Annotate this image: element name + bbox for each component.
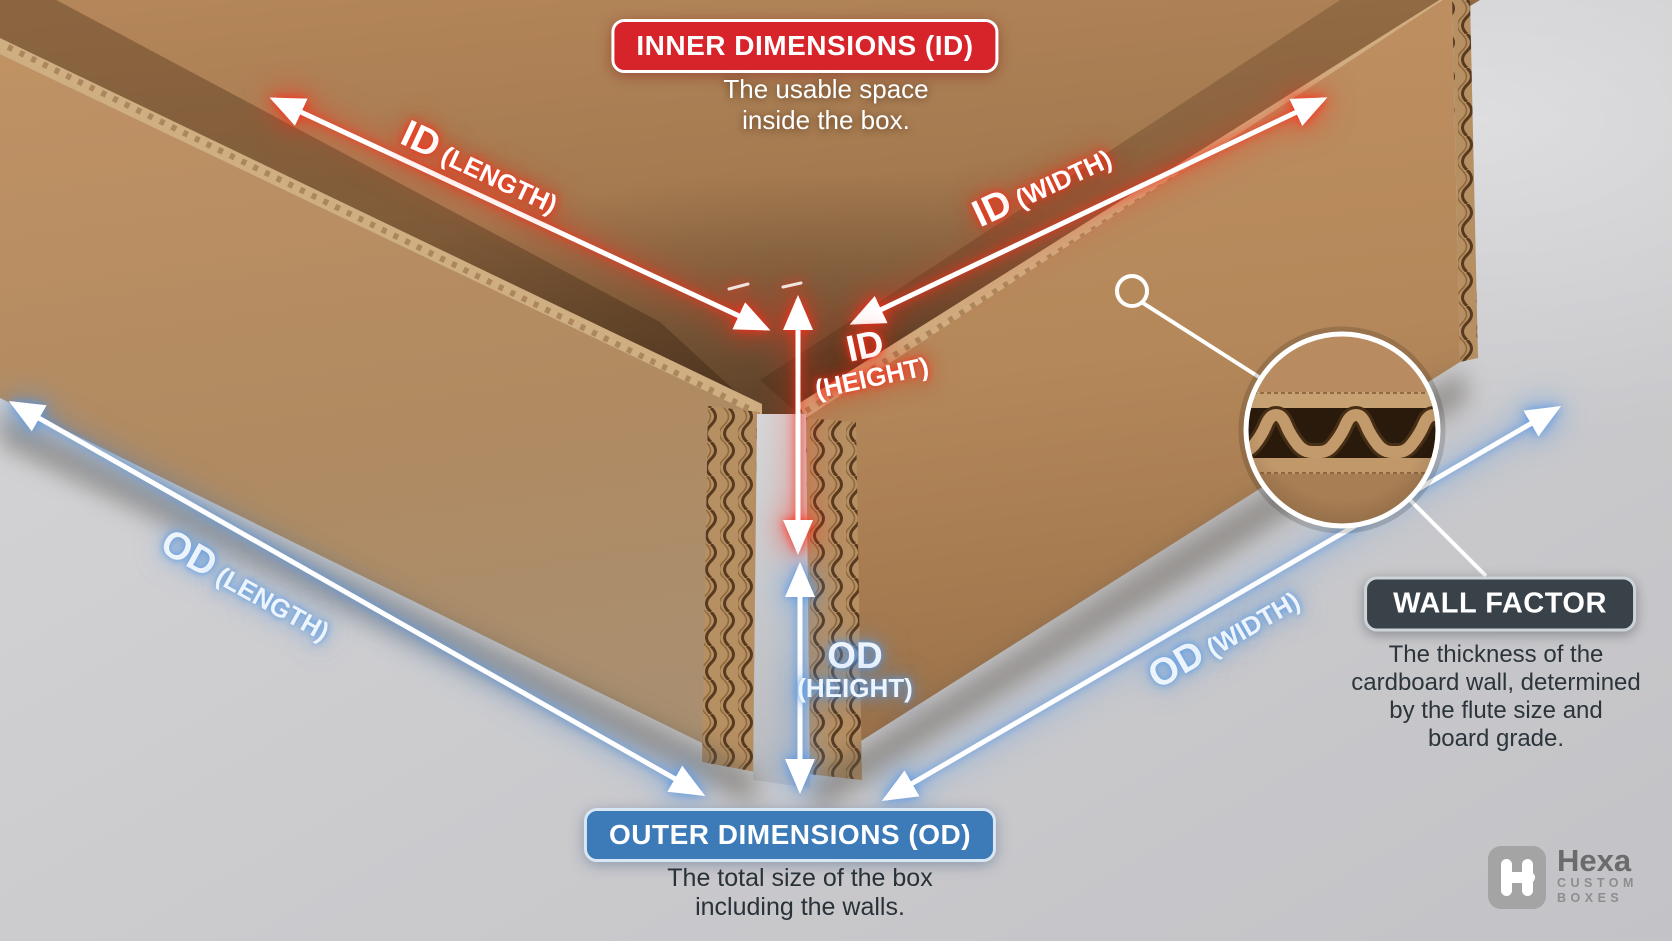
inner-dimensions-badge: INNER DIMENSIONS (ID) (611, 19, 999, 73)
hexa-h-glyph (1501, 859, 1535, 896)
wall-factor-description-line: board grade. (1427, 725, 1565, 752)
id-length-arrow (269, 97, 771, 331)
right-wall-end-edge (1452, 0, 1478, 362)
hexa-logo-tagline: CUSTOM BOXES (1557, 876, 1638, 906)
hexa-logo-text: Hexa CUSTOM BOXES (1557, 843, 1638, 906)
hexa-logo-tagline-line: CUSTOM (1557, 876, 1638, 890)
od-width-arrow (881, 405, 1562, 802)
outer-dimensions-description: The total size of the box including the … (667, 864, 932, 922)
magnifier-circle (1243, 331, 1441, 529)
inner-dimensions-description: The usable space inside the box. (723, 74, 928, 136)
wall-factor-badge: WALL FACTOR (1364, 576, 1636, 632)
od-arrows (8, 401, 1562, 802)
inner-dimensions-description-line: The usable space (723, 74, 929, 104)
outer-dimensions-description-line: including the walls. (695, 893, 905, 921)
magnifier-leader-line-top (1141, 301, 1264, 381)
wall-factor-description-line: The thickness of the (1388, 641, 1604, 668)
od-height-dim: (HEIGHT) (797, 673, 913, 703)
od-length-arrow (8, 401, 706, 796)
hexa-logo-name: Hexa (1557, 843, 1632, 878)
left-wall-cut-edge (702, 406, 760, 772)
outer-dimensions-description-line: The total size of the box (667, 864, 933, 892)
hexa-logo-tagline-line: BOXES (1557, 891, 1624, 905)
id-height-tick-left (727, 282, 750, 291)
wall-factor-description: The thickness of the cardboard wall, det… (1351, 641, 1641, 753)
outer-dimensions-badge: OUTER DIMENSIONS (OD) (583, 808, 997, 862)
wall-factor-description-line: by the flute size and (1389, 697, 1603, 724)
hexa-logo: Hexa CUSTOM BOXES (1488, 843, 1638, 909)
od-height-abbr: OD (827, 635, 883, 676)
hexa-logo-icon (1488, 846, 1546, 909)
inner-dimensions-description-line: inside the box. (742, 105, 910, 135)
od-height-label: OD (HEIGHT) (797, 635, 913, 703)
right-wall-cut-edge (804, 418, 862, 780)
id-arrows (269, 97, 1328, 555)
id-height-tick-right (781, 281, 803, 289)
id-width-arrow (849, 97, 1328, 325)
magnifier-leader-line-bottom (1407, 497, 1488, 578)
wall-sample-marker (1115, 274, 1149, 308)
wall-factor-description-line: cardboard wall, determined (1351, 669, 1641, 696)
